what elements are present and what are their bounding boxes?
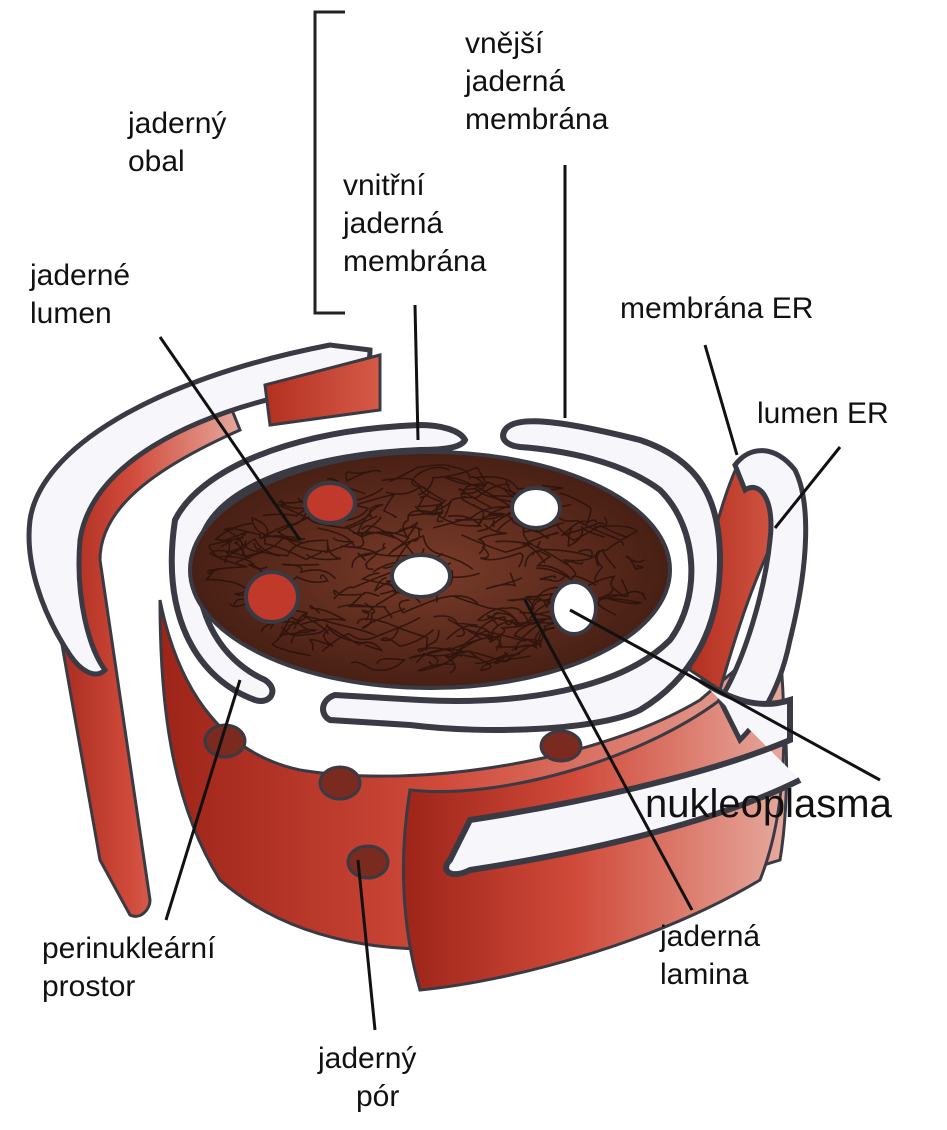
- label-nuclear-lumen: jaderné lumen: [30, 257, 130, 333]
- envelope-bracket: [315, 12, 345, 313]
- label-nucleoplasm: nukleoplasma: [645, 782, 892, 826]
- label-nuclear-envelope: jaderný obal: [128, 105, 226, 181]
- label-line: membrána: [465, 101, 608, 139]
- label-line: lamina: [660, 956, 760, 994]
- label-line: jaderný: [318, 1040, 416, 1078]
- label-line: jaderná: [660, 918, 760, 956]
- label-line: perinukleární: [42, 930, 215, 968]
- label-nuclear-lamina: jaderná lamina: [660, 918, 760, 994]
- label-line: jaderný: [128, 105, 226, 143]
- label-perinuclear-space: perinukleární prostor: [42, 930, 215, 1006]
- label-line: prostor: [42, 968, 215, 1006]
- label-line: obal: [128, 143, 226, 181]
- label-line: membrána: [343, 243, 486, 281]
- label-line: vnitřní: [343, 167, 486, 205]
- label-inner-nuclear-membrane: vnitřní jaderná membrána: [343, 167, 486, 281]
- label-line: jaderná: [465, 63, 608, 101]
- label-nuclear-pore: jaderný pór: [318, 1040, 416, 1116]
- label-outer-nuclear-membrane: vnější jaderná membrána: [465, 25, 608, 139]
- label-er-lumen: lumen ER: [757, 395, 889, 433]
- label-line: jaderná: [343, 205, 486, 243]
- label-line: membrána ER: [620, 290, 813, 328]
- label-line: nukleoplasma: [645, 782, 892, 826]
- label-line: jaderné: [30, 257, 130, 295]
- label-line: pór: [318, 1078, 416, 1116]
- label-line: vnější: [465, 25, 608, 63]
- label-line: lumen ER: [757, 395, 889, 433]
- label-line: lumen: [30, 295, 130, 333]
- label-er-membrane: membrána ER: [620, 290, 813, 328]
